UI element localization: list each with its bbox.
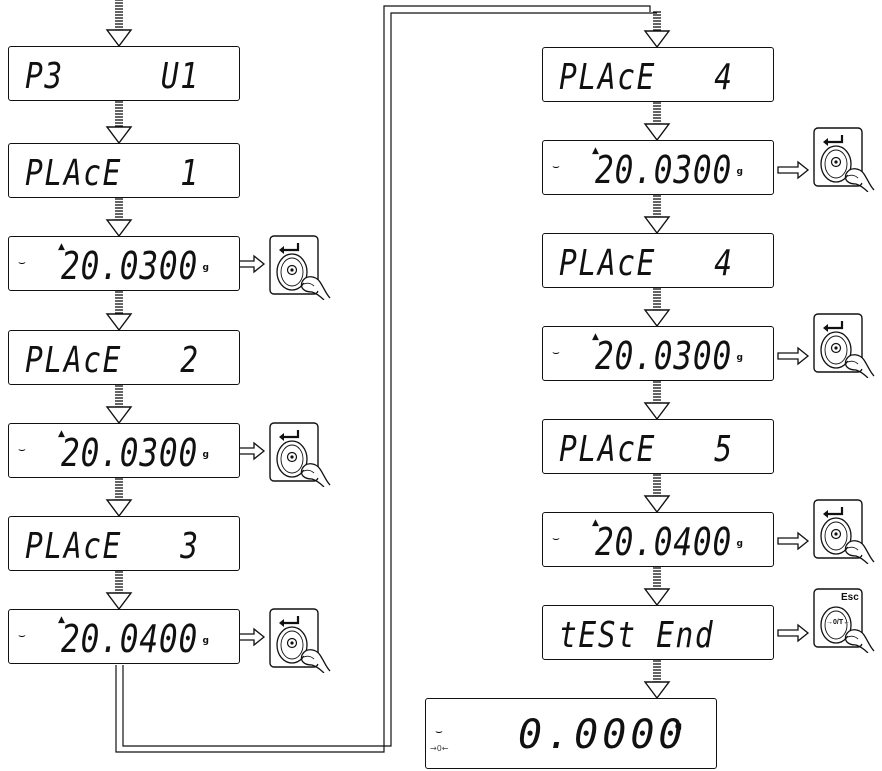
display-value: 0.0000 [518, 715, 687, 755]
display-place-1: PLAcE 1 [8, 143, 240, 198]
enter-key-button-5[interactable] [812, 312, 866, 372]
stability-icon: ⌣ [18, 629, 26, 641]
enter-key-icon [812, 498, 876, 564]
display-text: tESt End [559, 618, 714, 654]
unit-label: g [203, 636, 209, 646]
down-arrow-icon [107, 479, 131, 516]
zero-indicator: →0← [430, 744, 449, 753]
display-value: 20.0300 [61, 247, 198, 285]
enter-key-icon [812, 312, 876, 378]
display-text: PLAcE 5 [559, 432, 734, 468]
tare-label: →0/T← [826, 619, 850, 626]
display-p3-u1: P3 U1 [8, 46, 240, 101]
enter-key-button-3[interactable] [268, 607, 322, 667]
unit-label: g [675, 721, 682, 732]
display-value: 20.0300 [595, 337, 732, 375]
right-arrow-icon [778, 348, 808, 364]
display-place-4a: PLAcE 4 [542, 47, 774, 102]
unit-label: g [737, 353, 743, 363]
display-text: PLAcE 3 [25, 529, 200, 565]
enter-key-icon [812, 126, 876, 192]
display-value: 20.0300 [595, 151, 732, 189]
esc-label: Esc [841, 592, 859, 603]
display-test-end: tESt End [542, 605, 774, 660]
down-arrow-icon [107, 386, 131, 423]
display-place-4b: PLAcE 4 [542, 233, 774, 288]
stability-icon: ⌣ [552, 532, 560, 544]
down-arrow-icon [107, 0, 131, 46]
display-text: PLAcE 4 [559, 246, 734, 282]
down-arrow-icon [645, 382, 669, 419]
display-place-2: PLAcE 2 [8, 330, 240, 385]
display-reading-5: ⌣ ▲ 20.0300 g [542, 326, 774, 381]
down-arrow-icon [107, 292, 131, 330]
display-value: 20.0400 [61, 620, 198, 658]
enter-key-button-2[interactable] [268, 421, 322, 481]
display-text: P3 U1 [25, 59, 200, 95]
down-arrow-icon [645, 196, 669, 233]
unit-label: g [203, 263, 209, 273]
right-arrow-icon [778, 625, 808, 641]
down-arrow-icon [645, 12, 669, 47]
right-arrow-icon [778, 533, 808, 549]
display-reading-3: ⌣ ▲ 20.0400 g [8, 609, 240, 664]
down-arrow-icon [645, 289, 669, 326]
enter-key-button-4[interactable] [812, 126, 866, 186]
down-arrow-icon [107, 572, 131, 609]
right-arrow-icon [778, 162, 808, 178]
down-arrow-icon [645, 475, 669, 512]
display-text: PLAcE 2 [25, 343, 200, 379]
display-value: 20.0400 [595, 523, 732, 561]
down-arrow-icon [107, 199, 131, 236]
unit-label: g [203, 450, 209, 460]
display-reading-6: ⌣ ▲ 20.0400 g [542, 512, 774, 567]
stability-icon: ⌣ [18, 256, 26, 268]
stability-icon: ⌣ [18, 443, 26, 455]
display-reading-2: ⌣ ▲ 20.0300 g [8, 423, 240, 478]
down-arrow-icon [645, 661, 669, 698]
display-value: 20.0300 [61, 434, 198, 472]
unit-label: g [737, 167, 743, 177]
display-text: PLAcE 4 [559, 60, 734, 96]
display-reading-4: ⌣ ▲ 20.0300 g [542, 140, 774, 195]
down-arrow-icon [107, 102, 131, 143]
enter-key-icon [268, 421, 332, 487]
stability-icon: ⌣ [552, 346, 560, 358]
down-arrow-icon [645, 568, 669, 605]
display-reading-1: ⌣ ▲ 20.0300 g [8, 236, 240, 291]
stability-icon: ⌣ [435, 725, 443, 737]
enter-key-button-6[interactable] [812, 498, 866, 558]
display-text: PLAcE 1 [25, 156, 200, 192]
esc-tare-key-button[interactable]: Esc →0/T← [812, 587, 866, 647]
stability-icon: ⌣ [552, 160, 560, 172]
enter-key-icon [268, 607, 332, 673]
display-place-5: PLAcE 5 [542, 419, 774, 474]
display-final-zero: ⌣ →0← 0.0000 g [425, 698, 717, 769]
enter-key-icon [268, 234, 332, 300]
display-place-3: PLAcE 3 [8, 516, 240, 571]
enter-key-button-1[interactable] [268, 234, 322, 294]
unit-label: g [737, 539, 743, 549]
down-arrow-icon [645, 103, 669, 140]
